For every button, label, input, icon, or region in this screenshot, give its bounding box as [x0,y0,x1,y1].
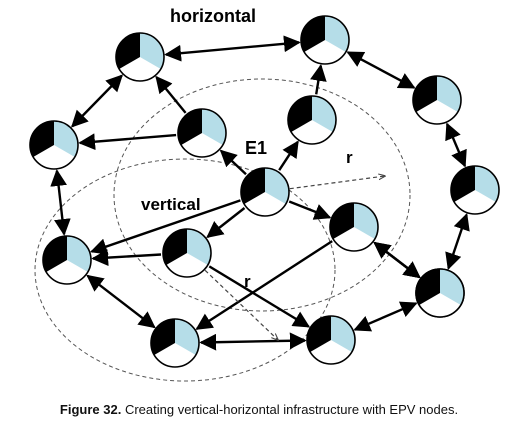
range-circle-vertical [34,158,336,382]
directed-link-n14-n1 [155,75,187,114]
caption-number: Figure 32. [59,402,122,417]
epv-node-outline [42,235,92,285]
epv-node-outline [287,95,337,145]
directed-link-n3-n2 [310,64,327,95]
directed-link-n13-n3 [278,140,299,171]
bidirectional-link-n4-n5 [445,122,467,168]
epv-node-outline [240,167,290,217]
directed-link-n14-n12 [78,133,177,151]
epv-node-outline [450,165,500,215]
bidirectional-link-n12-n1 [71,74,123,128]
figure-caption: Figure 32. Creating vertical-horizontal … [0,402,518,417]
epv-node-n10 [150,318,200,368]
bidirectional-link-n9-n10 [199,332,307,351]
radius-arrow-r_top [289,176,385,190]
bidirectional-link-n10-n11 [86,274,156,329]
horizontal-label: horizontal [170,6,256,26]
directed-link-n7-n10 [195,240,333,330]
epv-node-n13 [240,167,290,217]
epv-node-n12 [29,120,79,170]
bidirectional-link-n11-n12 [50,169,71,236]
epv-node-n11 [42,235,92,285]
epv-node-n7 [329,202,379,252]
epv-node-n9 [306,315,356,365]
directed-link-n13-n14 [219,149,247,176]
bidirectional-link-n8-n9 [353,301,418,332]
epv-node-outline [329,202,379,252]
directed-link-n13-n11 [90,199,241,255]
epv-node-outline [150,318,200,368]
epv-node-n1 [115,32,165,82]
epv-node-outline [306,315,356,365]
epv-node-outline [162,228,212,278]
epv-node-n4 [412,75,462,125]
vertical-label: vertical [141,195,201,214]
epv-node-outline [29,120,79,170]
directed-link-n15-n9 [208,265,311,328]
epv-node-outline [412,75,462,125]
dashed-arrow-layer [204,176,385,340]
bidirectional-link-n1-n2 [164,35,301,62]
radius-arrow-r_bottom [204,269,278,340]
epv-node-outline [115,32,165,82]
range-circle-e1 [113,78,411,312]
epv-node-n15 [162,228,212,278]
caption-text: Creating vertical-horizontal infrastruct… [124,402,459,417]
bidirectional-link-n2-n4 [346,51,416,89]
epv-node-outline [300,15,350,65]
range-circles [34,78,411,382]
bidirectional-link-n5-n6 [445,213,470,270]
label-layer: horizontal vertical E1 r r [141,6,353,291]
directed-link-n7-n8 [373,241,421,279]
e1-label: E1 [245,138,267,158]
epv-node-n14 [177,108,227,158]
epv-node-outline [177,108,227,158]
r-label-bottom: r [244,272,251,291]
epv-node-n3 [287,95,337,145]
edge-layer [50,35,470,351]
epv-node-n5 [450,165,500,215]
directed-link-n15-n11 [91,249,162,266]
epv-node-n2 [300,15,350,65]
r-label-top: r [346,148,353,167]
epv-node-n8 [415,268,465,318]
node-layer [29,15,500,368]
epv-node-outline [415,268,465,318]
directed-link-n13-n7 [288,200,332,220]
directed-link-n13-n15 [206,207,246,239]
